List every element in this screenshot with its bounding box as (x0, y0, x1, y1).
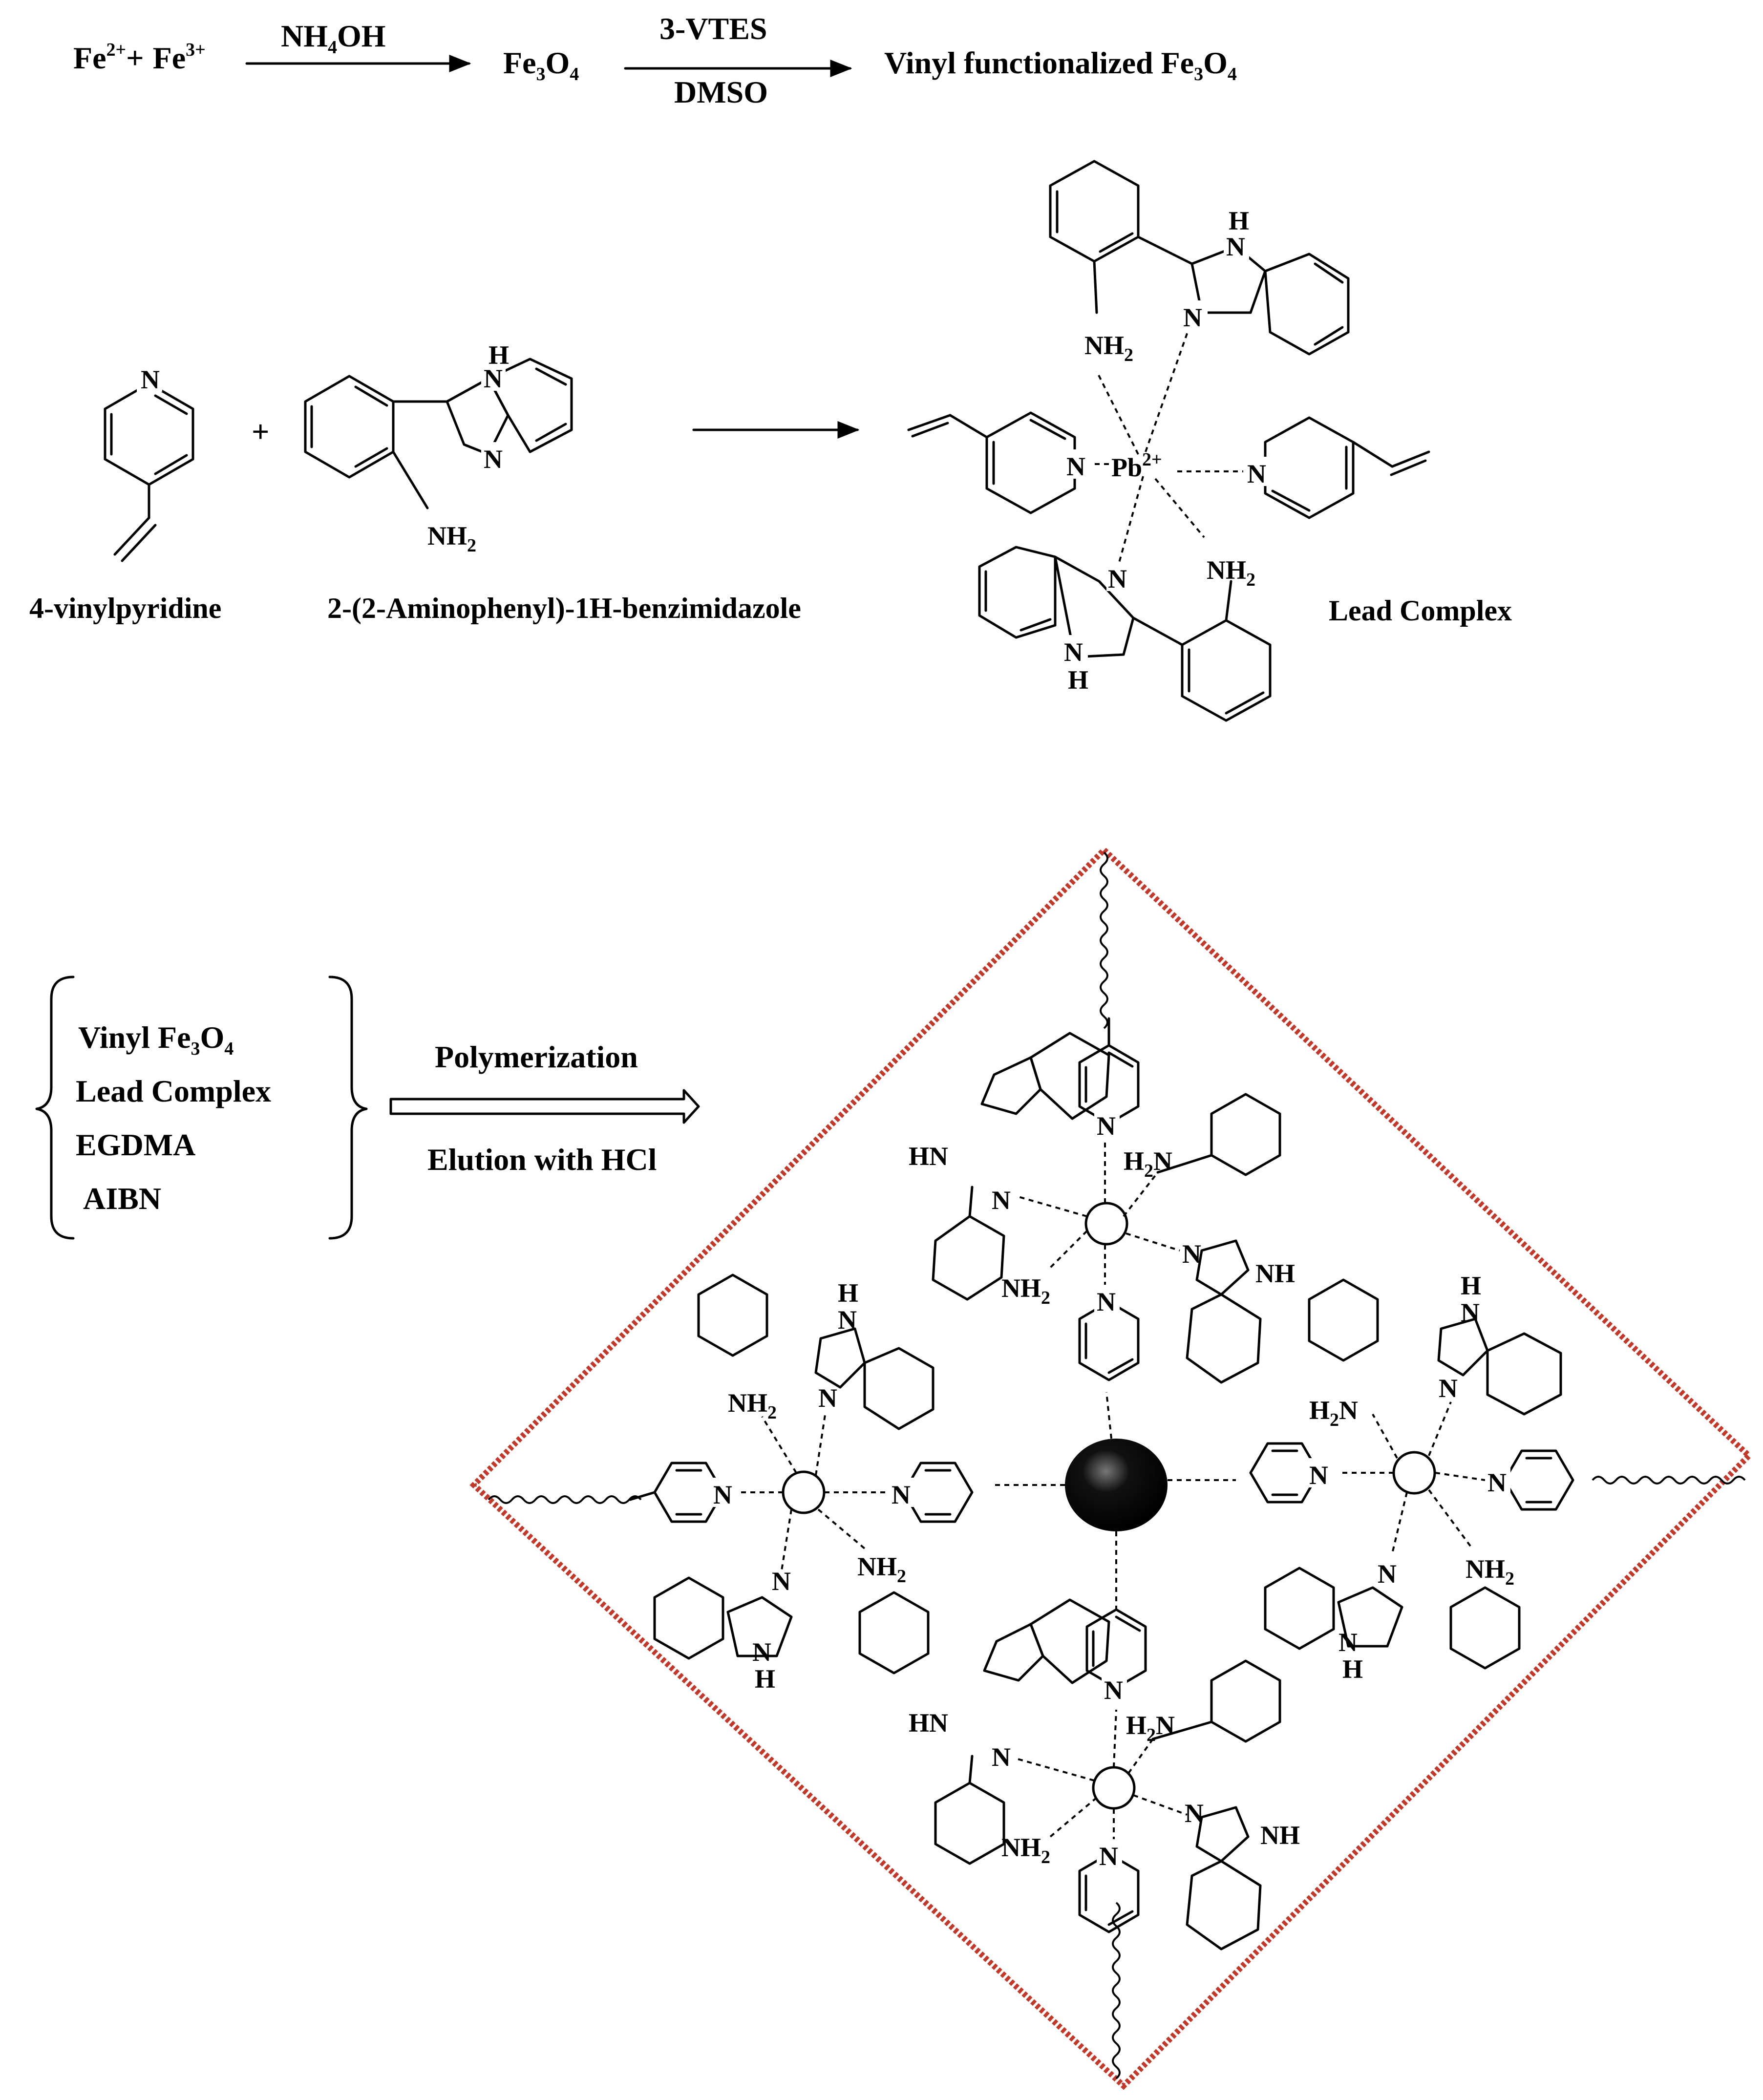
silane-reagent: 3-VTES (659, 11, 767, 46)
svg-text:N: N (1309, 1461, 1328, 1490)
left-brace (35, 976, 75, 1240)
svg-text:N: N (1104, 1676, 1123, 1705)
polymer-chain-top (1100, 851, 1108, 1029)
svg-text:NH2: NH2 (1207, 555, 1255, 590)
svg-text:NH2: NH2 (857, 1552, 906, 1587)
magnetite-product: Fe3O4 (503, 45, 579, 85)
binding-site-right: N N H2N N H N NH2 N N H (1249, 1271, 1574, 1684)
amine-group: NH2 (427, 521, 476, 556)
svg-text:NH: NH (1260, 1821, 1300, 1850)
elution-label: Elution with HCl (427, 1142, 657, 1177)
svg-text:N: N (992, 1186, 1011, 1215)
svg-text:H: H (1229, 206, 1249, 235)
svg-text:N: N (772, 1567, 791, 1596)
svg-text:NH: NH (1255, 1259, 1295, 1288)
benzimidazole-structure: N H N NH2 (304, 340, 573, 556)
lead-ion: Pb2+ (1111, 449, 1162, 482)
svg-text:HN: HN (909, 1142, 948, 1171)
polymerization-arrow (389, 1089, 700, 1124)
vinylpyridine-structure: N (104, 362, 194, 562)
component-egdma: EGDMA (76, 1127, 195, 1162)
svg-text:N: N (1097, 1287, 1116, 1316)
vinylpyridine-label: 4-vinylpyridine (29, 592, 221, 624)
imidazole-h: H (489, 340, 509, 370)
polymerization-label: Polymerization (435, 1039, 638, 1074)
component-lead-complex: Lead Complex (76, 1074, 271, 1108)
svg-text:H: H (838, 1278, 858, 1308)
polymer-chain-bottom (1112, 1902, 1121, 2079)
svg-text:N: N (1099, 1842, 1118, 1871)
pyridine-nitrogen: N (141, 365, 160, 394)
svg-text:H2N: H2N (1309, 1396, 1358, 1430)
svg-text:N: N (1183, 303, 1202, 332)
fe2-ion: Fe2++Fe3+ (73, 40, 206, 75)
svg-text:N: N (752, 1637, 771, 1667)
svg-text:H2N: H2N (1124, 1146, 1172, 1181)
fe3o4-core (1065, 1439, 1168, 1531)
polymer-chain-right (1592, 1476, 1746, 1485)
imidazole-n: N (484, 445, 503, 474)
lead-complex-structure: N N Pb2+ NH2 (907, 160, 1430, 722)
reaction-2: N + N H N NH2 4-vin (29, 160, 1512, 722)
metal-site-right (1392, 1451, 1436, 1495)
svg-text:H: H (1068, 665, 1088, 695)
svg-text:N: N (992, 1742, 1011, 1772)
svg-text:N: N (1378, 1559, 1397, 1589)
svg-text:N: N (1066, 452, 1085, 481)
binding-site-bottom: N N HN N H2N N NH NH2 (909, 1598, 1300, 1951)
lead-complex-label: Lead Complex (1329, 594, 1512, 627)
svg-text:NH2: NH2 (728, 1388, 777, 1423)
binding-site-left: N N NH2 N H N NH2 N N H (629, 1273, 974, 1694)
svg-text:H: H (1342, 1655, 1363, 1684)
svg-text:N: N (1097, 1111, 1116, 1141)
svg-text:NH2: NH2 (1001, 1273, 1050, 1308)
component-aibn: AIBN (83, 1181, 161, 1216)
ammonia-reagent: NH4OH (281, 19, 386, 58)
svg-text:HN: HN (909, 1708, 948, 1738)
svg-text:N: N (1487, 1468, 1507, 1497)
svg-text:N: N (892, 1480, 911, 1509)
metal-site-bottom (1092, 1766, 1136, 1810)
svg-text:H: H (1461, 1271, 1481, 1300)
solvent-label: DMSO (674, 75, 768, 109)
svg-text:N: N (1247, 459, 1266, 488)
imprinted-polymer-frame (469, 846, 1753, 2090)
svg-text:N: N (713, 1480, 732, 1509)
benzimidazole-label: 2-(2-Aminophenyl)-1H-benzimidazole (327, 592, 801, 624)
svg-text:N: N (1108, 564, 1127, 594)
reaction-3: Vinyl Fe3O4 Lead Complex EGDMA AIBN Poly… (35, 846, 1753, 2090)
svg-text:H: H (755, 1664, 775, 1694)
svg-text:N: N (1226, 232, 1245, 261)
imidazole-nh: N (484, 364, 503, 393)
vinyl-magnetite-product: Vinyl functionalized Fe3O4 (884, 45, 1237, 85)
metal-site-left (782, 1470, 826, 1514)
svg-text:NH2: NH2 (1084, 331, 1133, 365)
component-vinyl-fe3o4: Vinyl Fe3O4 (78, 1020, 234, 1059)
svg-text:N: N (1439, 1374, 1458, 1403)
svg-text:N: N (818, 1383, 837, 1413)
reaction-1: Fe2++Fe3+ NH4OH Fe3O4 3-VTES DMSO Vinyl … (73, 11, 1237, 109)
svg-text:N: N (1064, 637, 1083, 667)
svg-text:H2N: H2N (1126, 1711, 1175, 1745)
polymer-chain-left (488, 1495, 642, 1504)
right-brace (328, 976, 368, 1240)
metal-site-top (1084, 1202, 1128, 1246)
svg-text:NH2: NH2 (1466, 1554, 1514, 1589)
svg-text:NH2: NH2 (1001, 1833, 1050, 1867)
binding-site-top: N N HN N H2N N NH NH2 (909, 1017, 1295, 1384)
plus-sign: + (252, 414, 269, 449)
svg-text:N: N (1182, 1239, 1201, 1269)
